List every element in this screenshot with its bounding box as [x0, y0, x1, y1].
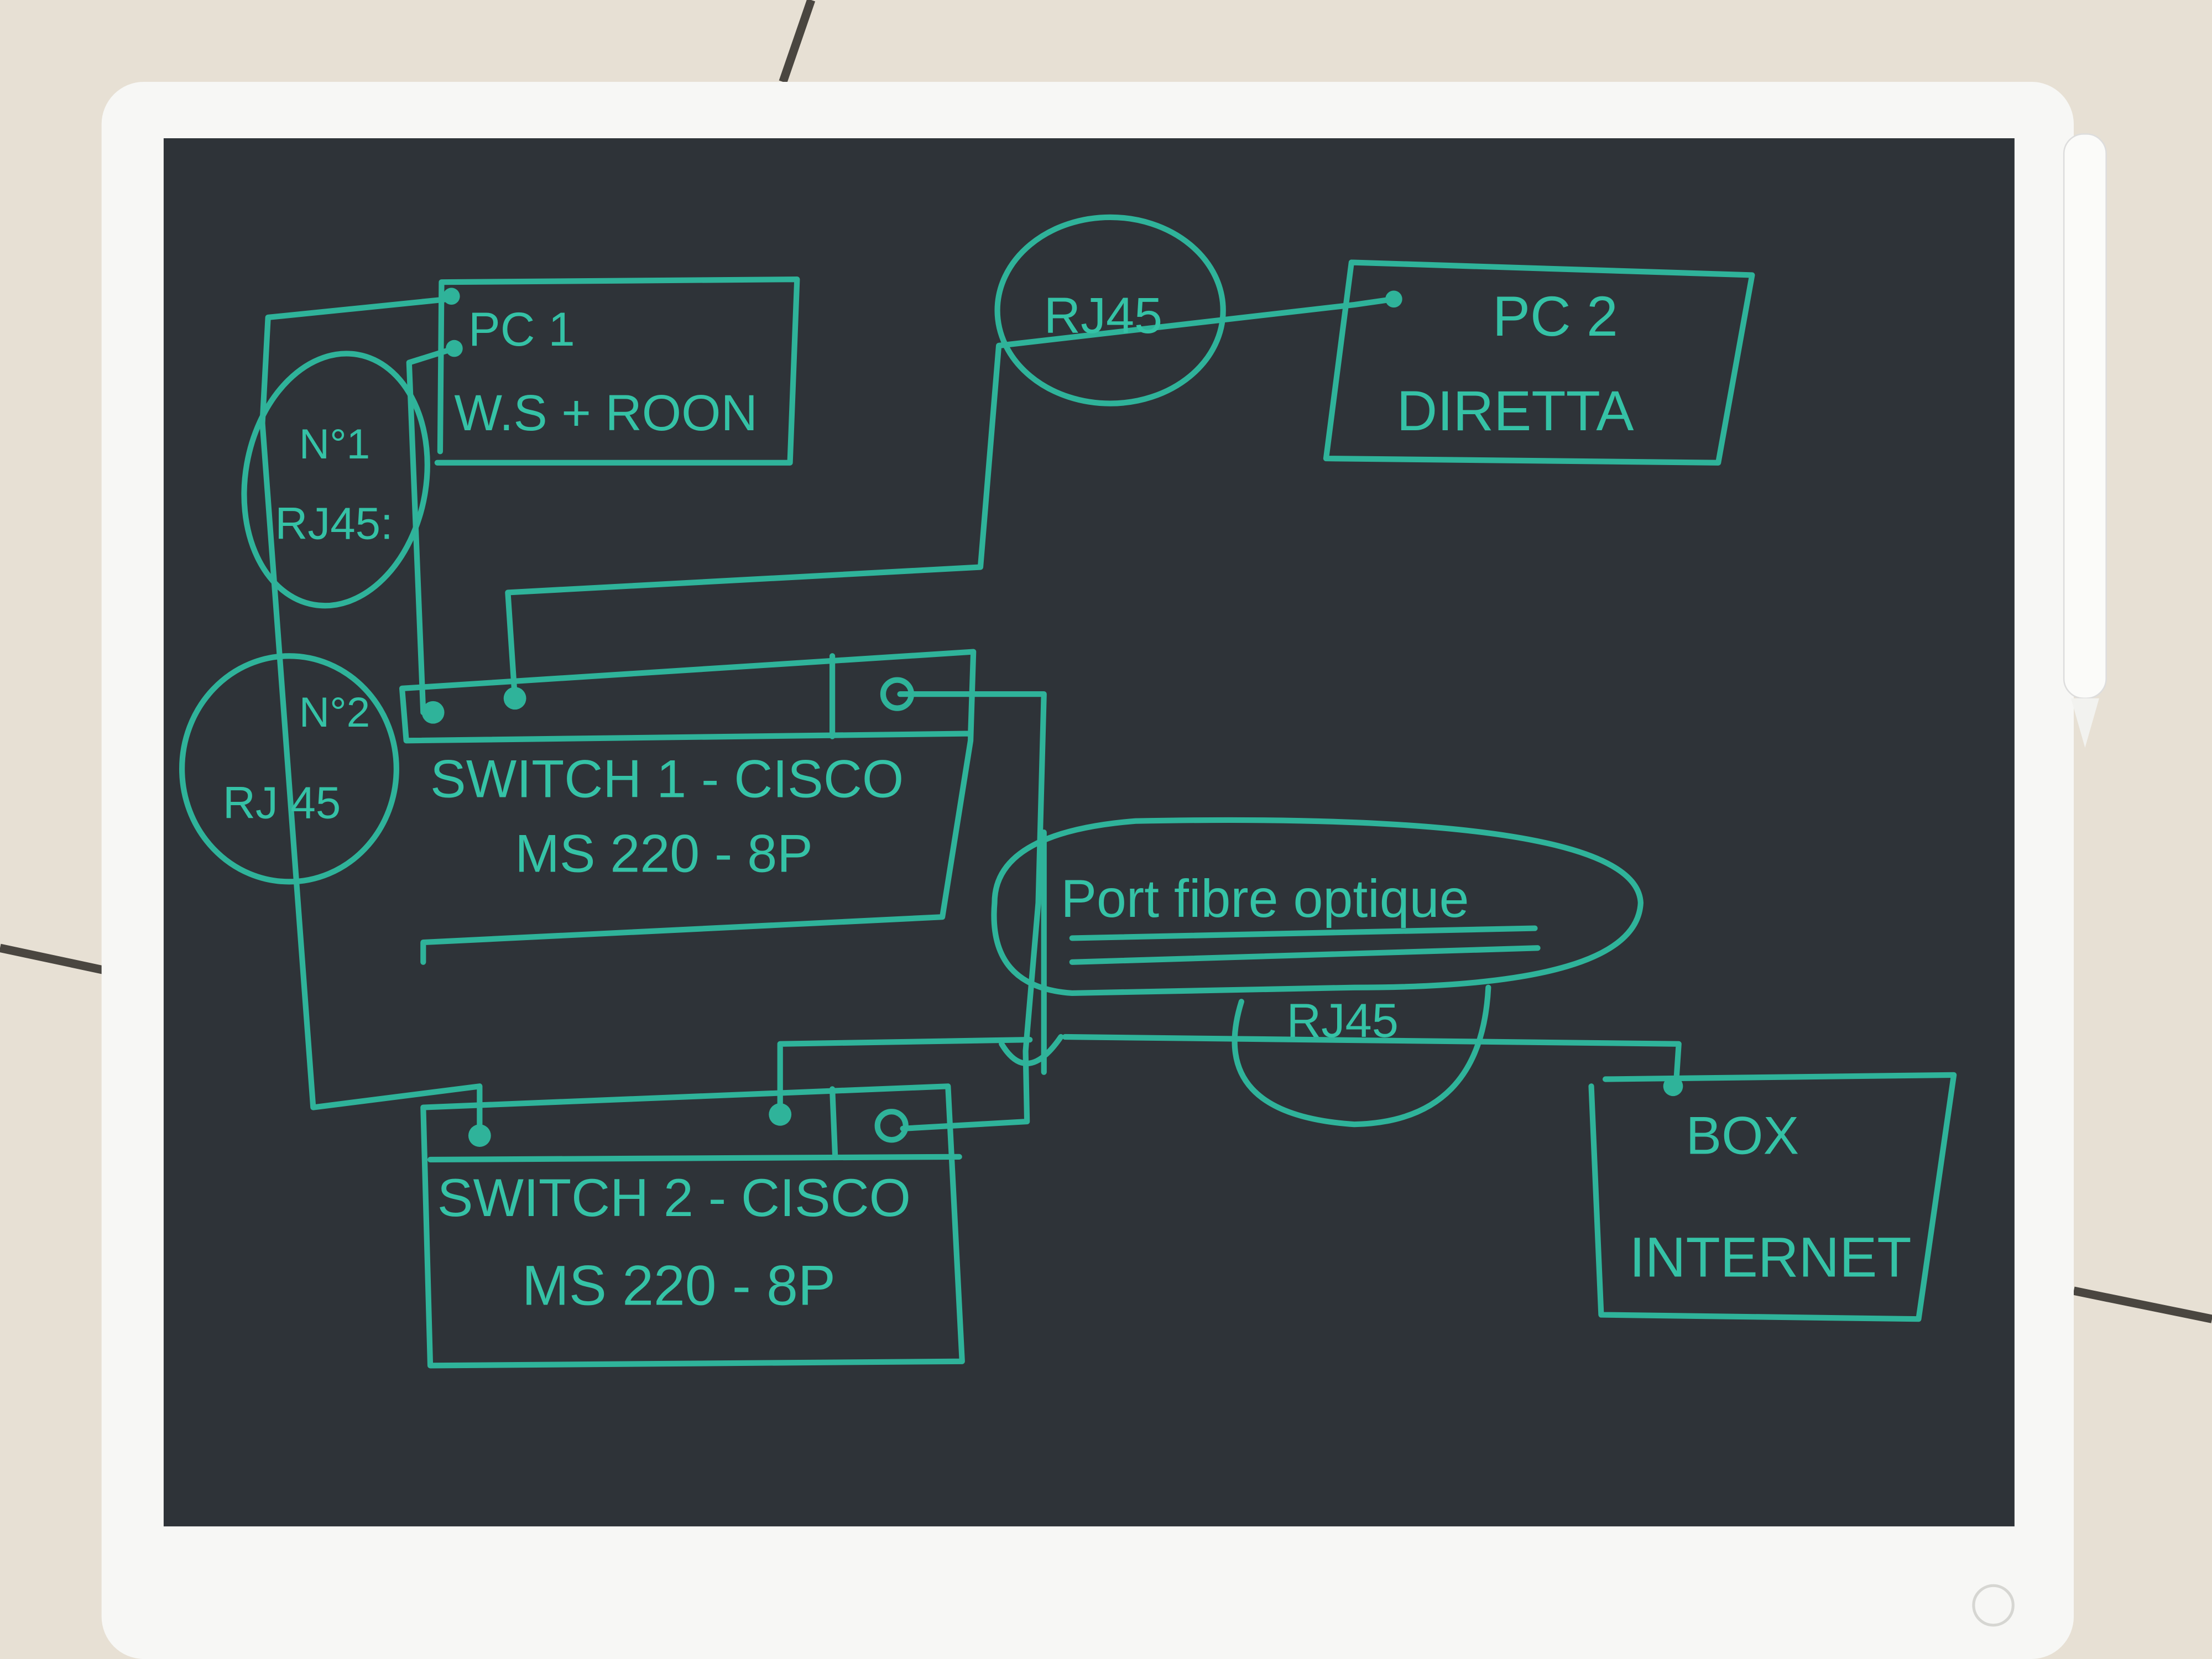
- rj45-top-text: RJ45: [1044, 288, 1162, 344]
- tablet-screen: [163, 138, 2015, 1527]
- switch1-model: MS 220 - 8P: [515, 823, 813, 884]
- fibre-text: Port fibre optique: [1061, 868, 1469, 928]
- box-title: BOX: [1686, 1105, 1799, 1166]
- internet-box-node: BOX INTERNET: [1588, 1072, 1957, 1322]
- rj45-no1-text-a: N°1: [299, 421, 370, 468]
- switch2-title: SWITCH 2 - CISCO: [437, 1167, 911, 1228]
- pc1-node: PC 1 W.S + ROON: [434, 276, 800, 466]
- switch2-model: MS 220 - 8P: [522, 1254, 836, 1317]
- rj45-no2-label: N°2 RJ 45: [179, 653, 399, 885]
- pc2-title: PC 2: [1493, 285, 1618, 348]
- box-subtitle: INTERNET: [1629, 1226, 1911, 1289]
- rj45-no2-text-b: RJ 45: [223, 778, 341, 828]
- switch2-node: SWITCH 2 - CISCO MS 220 - 8P: [420, 1083, 965, 1369]
- pc2-node: PC 2 DIRETTA: [1323, 259, 1755, 466]
- rj45-no2-text-a: N°2: [299, 689, 370, 736]
- pc1-subtitle: W.S + ROON: [454, 385, 758, 441]
- pc1-title: PC 1: [468, 302, 575, 356]
- switch1-node: SWITCH 1 - CISCO MS 220 - 8P: [399, 649, 977, 965]
- rj45-top-label: RJ45: [994, 214, 1226, 406]
- rj45-bottom-label: RJ45: [1232, 984, 1491, 1128]
- switch1-title: SWITCH 1 - CISCO: [430, 748, 904, 808]
- floor-tiles: [0, 0, 2212, 1323]
- pc2-subtitle: DIRETTA: [1397, 379, 1634, 442]
- rj45-no1-text-b: RJ45:: [275, 498, 393, 549]
- fibre-port-label: Port fibre optique: [991, 817, 1644, 997]
- rj45-no1-label: N°1 RJ45:: [241, 351, 430, 609]
- stylus-pen: [2063, 133, 2107, 748]
- erase-button[interactable]: [1972, 1584, 2015, 1627]
- rj45-bottom-text: RJ45: [1287, 994, 1399, 1047]
